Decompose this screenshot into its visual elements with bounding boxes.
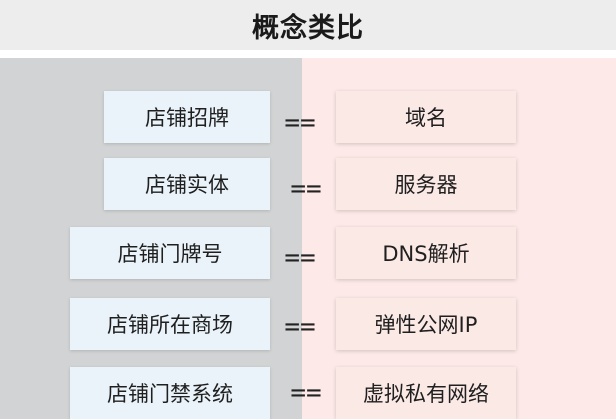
- equals-sign: ==: [284, 312, 316, 342]
- equals-sign: ==: [290, 174, 322, 204]
- concept-box-house-number: 店铺门牌号: [70, 227, 270, 279]
- analogy-box-eip: 弹性公网IP: [336, 298, 516, 350]
- concept-box-access-control: 店铺门禁系统: [70, 367, 270, 419]
- title-bar: 概念类比: [0, 0, 616, 50]
- equals-sign: ==: [290, 378, 322, 408]
- concept-box-shop-entity: 店铺实体: [104, 158, 270, 210]
- equals-sign: ==: [284, 108, 316, 138]
- concept-box-mall: 店铺所在商场: [70, 298, 270, 350]
- analogy-box-domain: 域名: [336, 91, 516, 143]
- concept-box-shop-sign: 店铺招牌: [104, 91, 270, 143]
- diagram-title: 概念类比: [252, 12, 364, 44]
- analogy-box-dns: DNS解析: [336, 227, 516, 279]
- analogy-box-vpc: 虚拟私有网络: [336, 367, 516, 419]
- analogy-box-server: 服务器: [336, 158, 516, 210]
- equals-sign: ==: [284, 243, 316, 273]
